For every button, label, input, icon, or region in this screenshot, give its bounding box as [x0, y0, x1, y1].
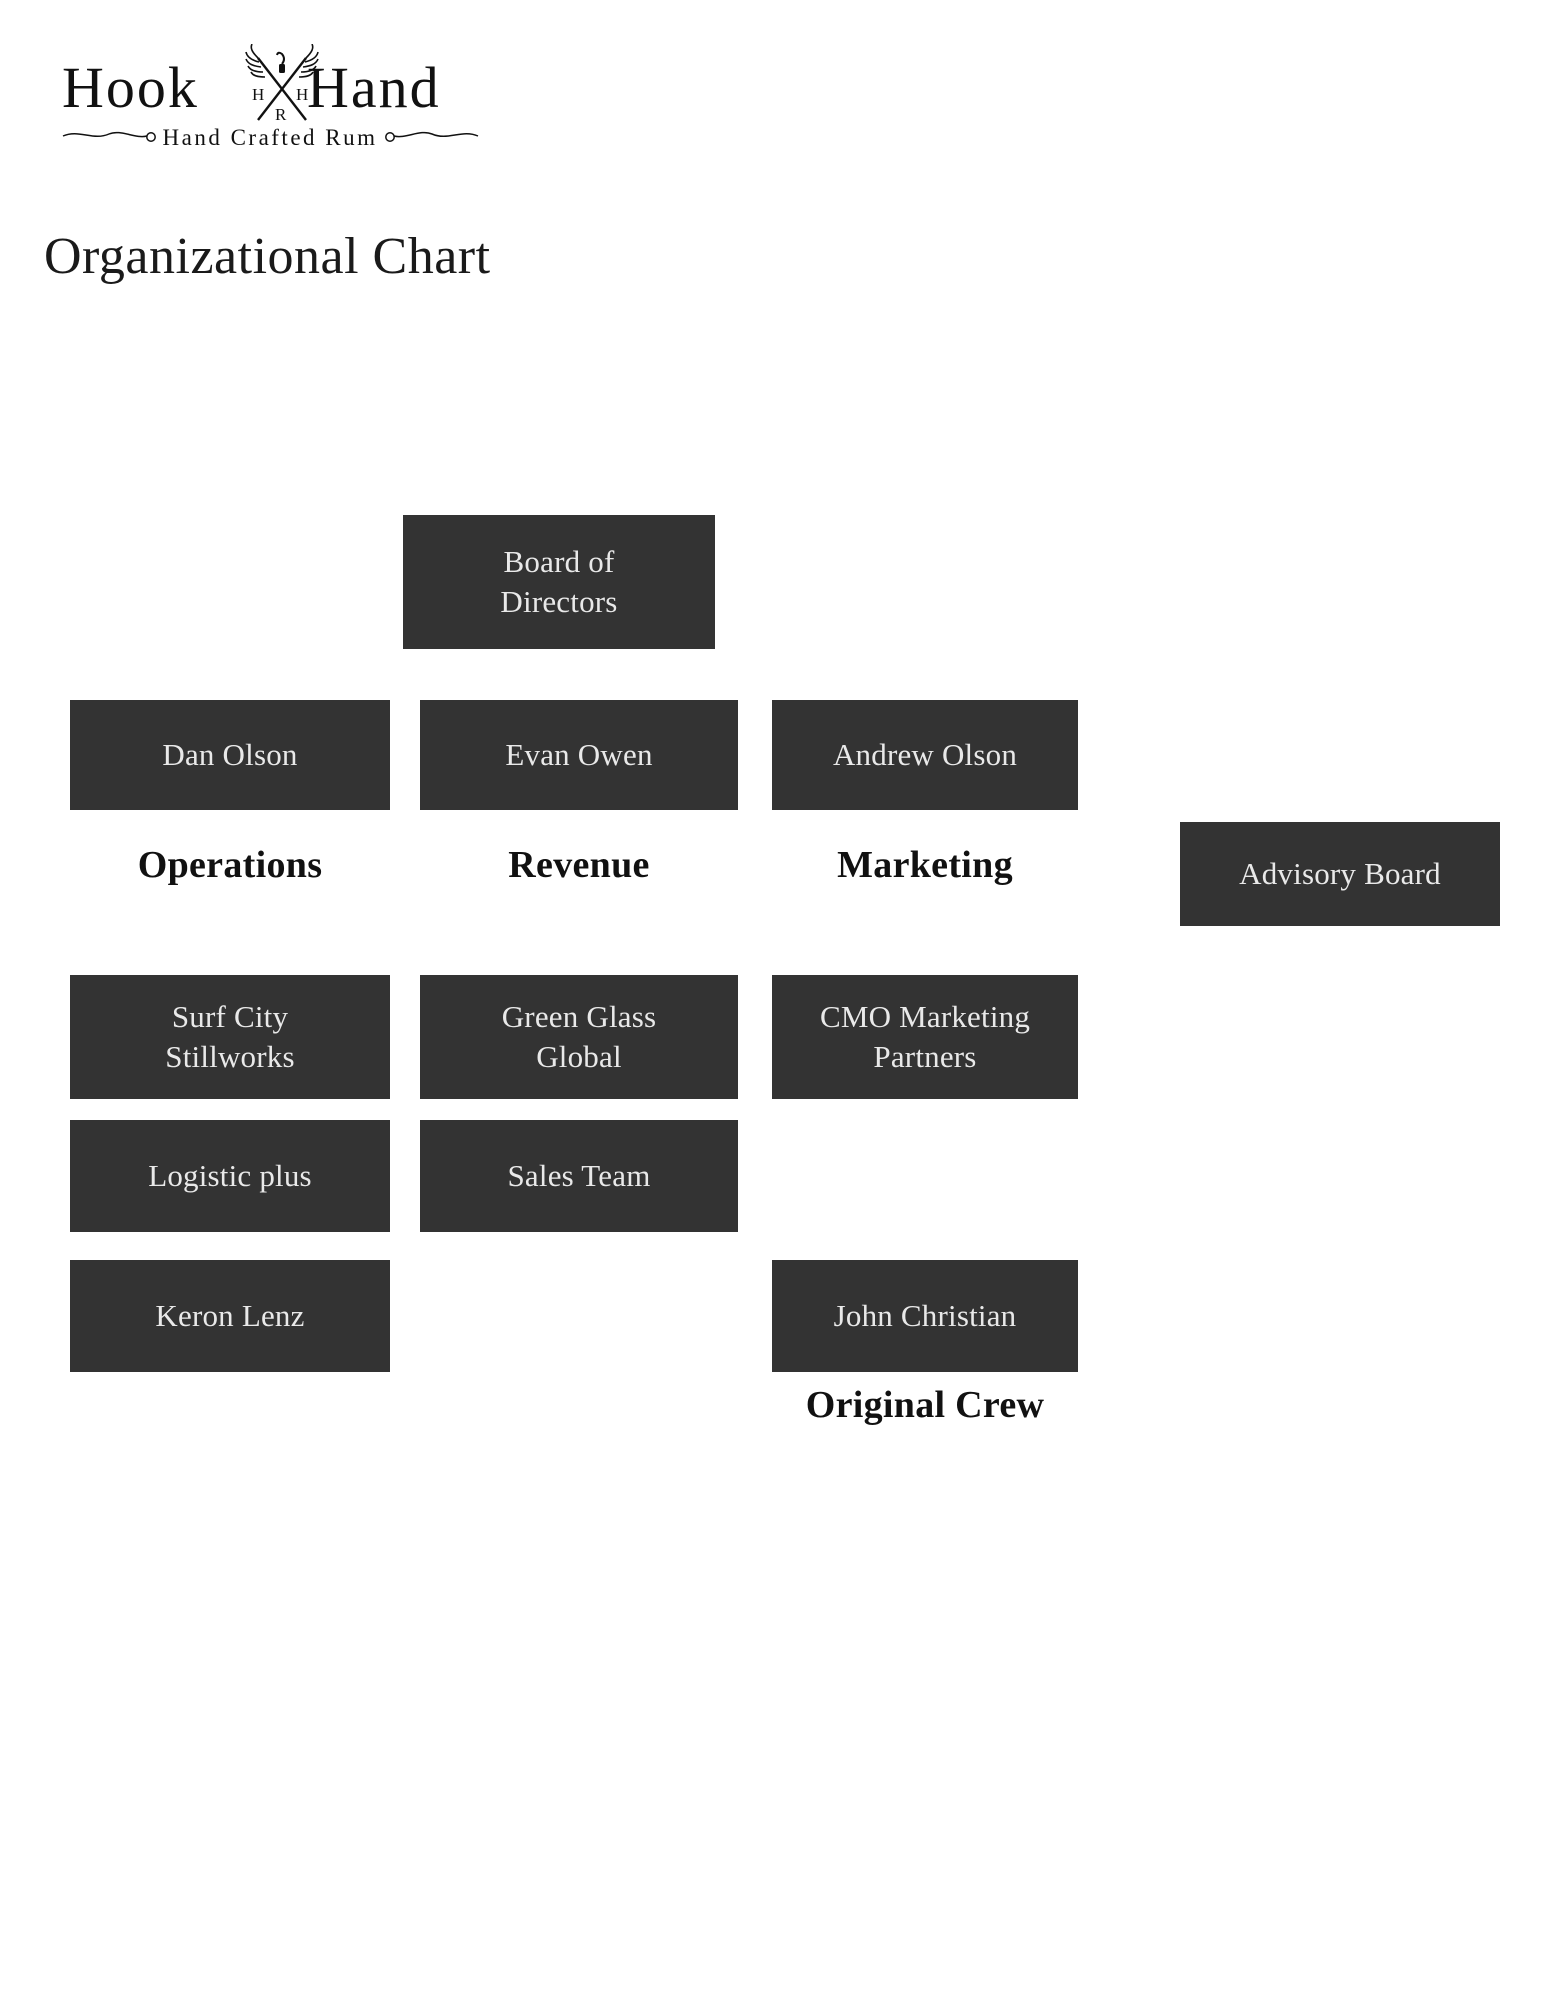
org-node-label: Advisory Board [1239, 855, 1441, 891]
emblem-letter-h-left: H [252, 85, 265, 104]
org-node-logistic[interactable]: Logistic plus [70, 1120, 390, 1232]
page-title: Organizational Chart [44, 227, 491, 285]
brand-tagline: Hand Crafted Rum [162, 125, 378, 150]
emblem-letter-h-right: H [296, 85, 309, 104]
brand-tagline-row: Hand Crafted Rum [62, 122, 478, 154]
org-node-green-glass[interactable]: Green Glass Global [420, 975, 738, 1099]
org-node-label: CMO Marketing Partners [819, 998, 1031, 1074]
org-node-surf-city[interactable]: Surf City Stillworks [70, 975, 390, 1099]
org-node-label: Board of Directors [500, 543, 618, 619]
org-node-cmo[interactable]: CMO Marketing Partners [772, 975, 1078, 1099]
org-node-label: John Christian [833, 1297, 1017, 1333]
org-node-label: Keron Lenz [155, 1297, 305, 1333]
org-node-keron-lenz[interactable]: Keron Lenz [70, 1260, 390, 1372]
crossed-arrows-icon: H H R [240, 43, 324, 130]
brand-wordmark: Hook Hand [62, 43, 482, 124]
group-label-revenue: Revenue [508, 844, 650, 886]
org-node-dan-olson[interactable]: Dan Olson [70, 700, 390, 810]
brand-logo: Hook Hand [62, 43, 482, 162]
flourish-right-icon [384, 127, 480, 150]
group-label-original-crew: Original Crew [805, 1384, 1045, 1426]
org-node-evan-owen[interactable]: Evan Owen [420, 700, 738, 810]
brand-word-hand: Hand [307, 55, 441, 120]
org-node-andrew-olson[interactable]: Andrew Olson [772, 700, 1078, 810]
brand-word-hook: Hook [62, 55, 199, 120]
org-node-advisory[interactable]: Advisory Board [1180, 822, 1500, 926]
org-node-label: Surf City Stillworks [165, 998, 295, 1074]
emblem-letter-r: R [275, 105, 287, 124]
org-node-john-christian[interactable]: John Christian [772, 1260, 1078, 1372]
org-node-label: Evan Owen [505, 736, 653, 772]
org-node-sales-team[interactable]: Sales Team [420, 1120, 738, 1232]
org-node-label: Sales Team [507, 1157, 651, 1193]
group-label-marketing: Marketing [837, 844, 1013, 886]
org-node-label: Logistic plus [148, 1157, 312, 1193]
org-node-label: Dan Olson [162, 736, 298, 772]
org-node-label: Andrew Olson [832, 736, 1018, 772]
org-node-board[interactable]: Board of Directors [403, 515, 715, 649]
org-node-label: Green Glass Global [501, 998, 657, 1074]
flourish-left-icon [61, 127, 157, 150]
group-label-operations: Operations [137, 844, 323, 886]
